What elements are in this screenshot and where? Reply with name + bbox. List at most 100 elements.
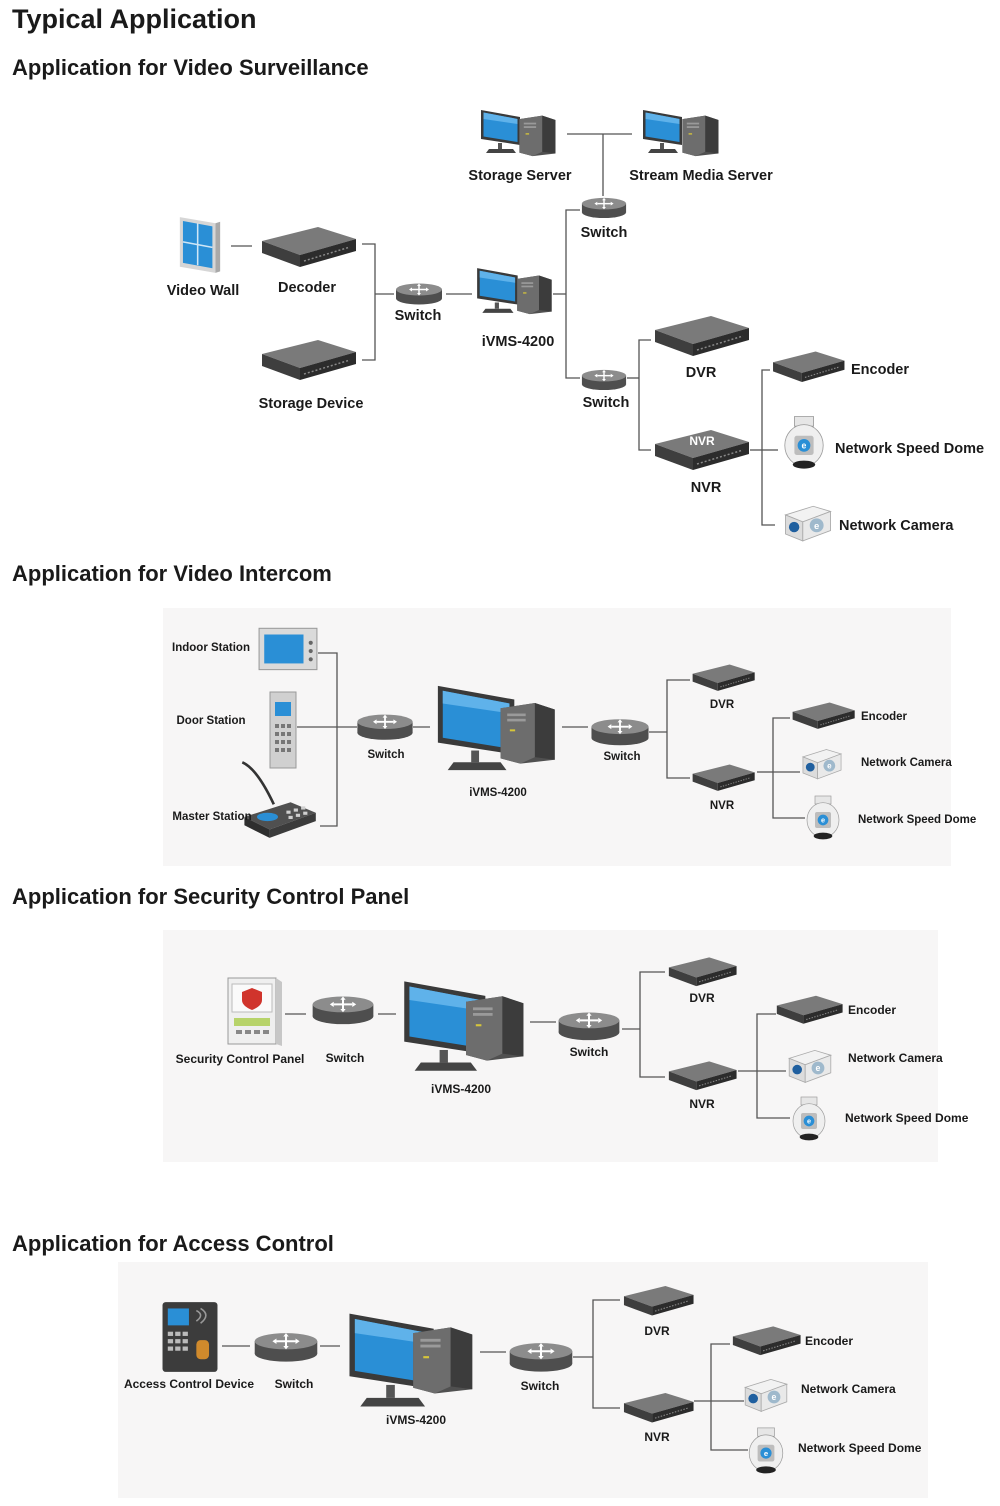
- access-switch-left-icon: [253, 1331, 319, 1363]
- label-access-encoder: Encoder: [805, 1334, 853, 1348]
- intercom-dvr-icon: [692, 663, 756, 692]
- intercom-diagram: Indoor Station Door Station Master Stati…: [172, 627, 976, 840]
- page-title: Typical Application: [12, 4, 257, 34]
- label-intercom-nvr: NVR: [710, 800, 735, 812]
- security-speed-dome-icon: [792, 1096, 826, 1141]
- label-decoder: Decoder: [278, 280, 336, 296]
- surveillance-diagram: Storage Server Stream Media Server Switc…: [167, 110, 984, 542]
- access-speed-dome-icon: [748, 1427, 784, 1474]
- label-intercom-dvr: DVR: [710, 699, 735, 711]
- label-security-speed-dome: Network Speed Dome: [845, 1111, 969, 1125]
- label-storage-device: Storage Device: [259, 396, 364, 412]
- label-dvr: DVR: [686, 365, 717, 381]
- label-switch-left: Switch: [395, 308, 442, 324]
- label-access-camera: Network Camera: [801, 1382, 896, 1396]
- label-intercom-camera: Network Camera: [861, 757, 952, 769]
- surveillance-connectors: [231, 133, 778, 526]
- door-station-icon: [269, 691, 297, 769]
- security-dvr-icon: [668, 956, 738, 987]
- label-switch-top: Switch: [581, 225, 628, 241]
- encoder-icon: [772, 350, 846, 383]
- label-security-dvr: DVR: [689, 991, 715, 1005]
- security-nvr-icon: [668, 1060, 738, 1091]
- label-stream-media-server: Stream Media Server: [629, 168, 773, 184]
- switch-bottom-icon: [581, 369, 627, 391]
- label-master-station: Master Station: [172, 811, 251, 823]
- switch-top-icon: [581, 197, 627, 219]
- security-connectors: [285, 971, 790, 1119]
- security-control-panel-icon: [227, 977, 283, 1047]
- label-access-speed-dome: Network Speed Dome: [798, 1441, 922, 1455]
- label-access-dvr: DVR: [644, 1324, 670, 1338]
- dvr-icon: [654, 315, 750, 357]
- label-intercom-encoder: Encoder: [861, 711, 908, 723]
- label-intercom-switch-right: Switch: [603, 751, 640, 763]
- label-intercom-switch-left: Switch: [367, 749, 404, 761]
- access-encoder-icon: [732, 1325, 802, 1356]
- intercom-encoder-icon: [792, 701, 856, 730]
- security-switch-left-icon: [311, 995, 375, 1026]
- intercom-switch-right-icon: [590, 718, 650, 747]
- label-security-nvr: NVR: [689, 1097, 715, 1111]
- label-security-switch-right: Switch: [570, 1045, 609, 1059]
- video-wall-icon: [178, 216, 222, 274]
- access-panel-bg: [118, 1262, 928, 1498]
- section-heading-access: Application for Access Control: [12, 1231, 334, 1256]
- label-switch-bottom: Switch: [583, 395, 630, 411]
- label-indoor-station: Indoor Station: [172, 642, 250, 654]
- label-security-control-panel: Security Control Panel: [176, 1052, 305, 1066]
- stream-media-server-tower-icon: [682, 115, 719, 157]
- ivms-monitor-icon: [477, 268, 518, 313]
- decoder-icon: [261, 226, 357, 268]
- intercom-connectors: [297, 652, 805, 827]
- label-access-switch-left: Switch: [275, 1377, 314, 1391]
- storage-device-icon: [261, 339, 357, 381]
- stream-media-server-monitor-icon: [643, 110, 682, 153]
- access-nvr-icon: [623, 1392, 695, 1424]
- label-access-switch-right: Switch: [521, 1379, 560, 1393]
- security-camera-icon: [788, 1049, 832, 1083]
- label-access-ivms: iVMS-4200: [386, 1413, 446, 1427]
- label-network-camera: Network Camera: [839, 518, 954, 534]
- label-video-wall: Video Wall: [167, 283, 240, 299]
- label-encoder: Encoder: [851, 362, 909, 378]
- speed-dome-icon: [784, 416, 824, 470]
- label-speed-dome: Network Speed Dome: [835, 441, 984, 457]
- label-security-ivms: iVMS-4200: [431, 1082, 491, 1096]
- access-diagram: Access Control Device Switch iVMS-4200 S…: [124, 1285, 922, 1474]
- intercom-switch-left-icon: [356, 713, 414, 741]
- label-nvr: NVR: [691, 480, 722, 496]
- storage-server-monitor-icon: [481, 110, 520, 153]
- label-security-switch-left: Switch: [326, 1051, 365, 1065]
- label-access-nvr: NVR: [644, 1430, 670, 1444]
- intercom-camera-icon: [802, 749, 842, 780]
- security-switch-right-icon: [557, 1011, 621, 1042]
- access-control-device-icon: [161, 1301, 219, 1373]
- intercom-speed-dome-icon: [806, 795, 840, 840]
- master-station-icon: [240, 760, 318, 840]
- access-camera-icon: [744, 1378, 788, 1412]
- label-door-station: Door Station: [177, 715, 246, 727]
- access-ivms-tower-icon: [413, 1327, 473, 1394]
- nvr-badge: NVR: [689, 434, 715, 448]
- access-switch-right-icon: [508, 1341, 574, 1373]
- storage-server-tower-icon: [519, 115, 556, 157]
- network-camera-icon: [784, 505, 832, 542]
- label-access-control-device: Access Control Device: [124, 1377, 254, 1391]
- label-intercom-ivms: iVMS-4200: [469, 787, 527, 799]
- section-heading-security: Application for Security Control Panel: [12, 884, 410, 909]
- section-heading-intercom: Application for Video Intercom: [12, 561, 332, 586]
- intercom-ivms-tower-icon: [500, 702, 555, 764]
- security-encoder-icon: [776, 995, 844, 1025]
- security-diagram: Security Control Panel Switch iVMS-4200 …: [176, 956, 969, 1141]
- label-security-encoder: Encoder: [848, 1003, 896, 1017]
- switch-left-icon: [395, 282, 443, 306]
- label-intercom-speed-dome: Network Speed Dome: [858, 814, 976, 826]
- label-ivms: iVMS-4200: [482, 334, 555, 350]
- indoor-station-icon: [258, 627, 318, 671]
- ivms-tower-icon: [517, 275, 552, 315]
- section-heading-surveillance: Application for Video Surveillance: [12, 55, 369, 80]
- label-security-camera: Network Camera: [848, 1051, 943, 1065]
- access-connectors: [222, 1299, 748, 1451]
